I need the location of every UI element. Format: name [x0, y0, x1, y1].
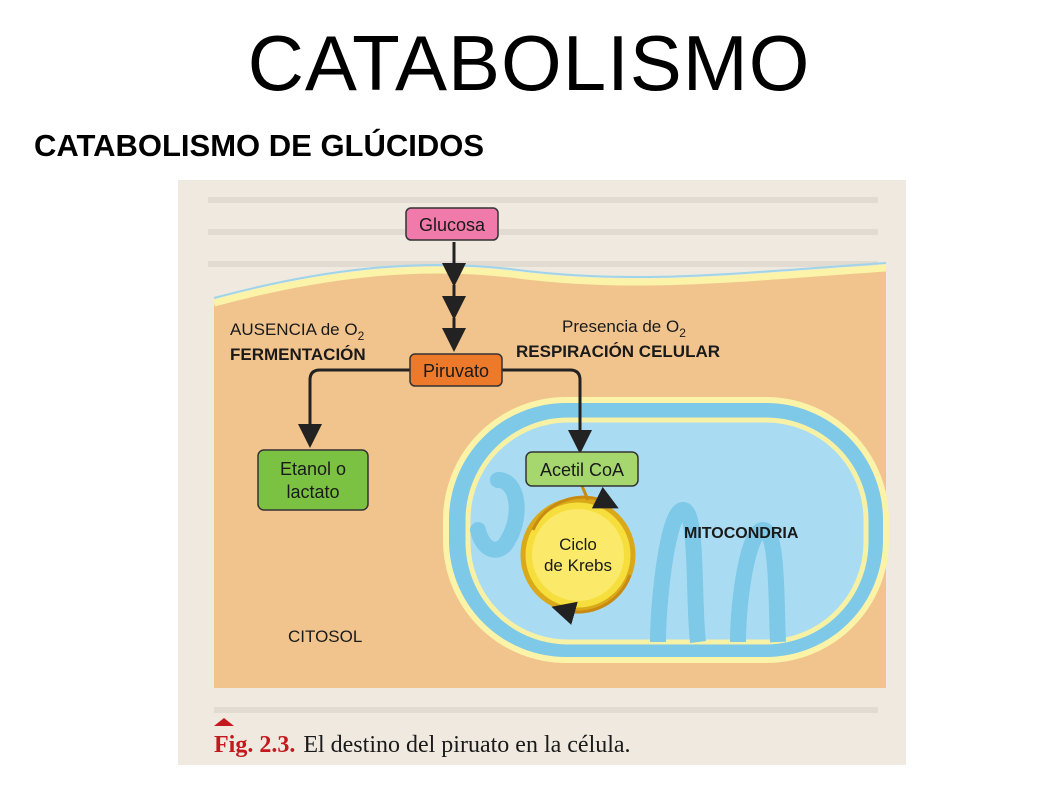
mitocondria-label: MITOCONDRIA	[684, 525, 799, 542]
respiracion-label: RESPIRACIÓN CELULAR	[516, 342, 720, 361]
etanol-label-line2: lactato	[286, 482, 339, 502]
cell-membrane	[213, 264, 887, 307]
arrows	[298, 242, 592, 501]
acetil-coa-label: Acetil CoA	[540, 460, 624, 480]
fermentacion-label: FERMENTACIÓN	[230, 345, 366, 364]
piruvato-label: Piruvato	[423, 361, 489, 381]
etanol-label-line1: Etanol o	[280, 459, 346, 479]
page-title: CATABOLISMO	[247, 19, 811, 107]
figure-pyruvate-fate: Ciclo de Krebs Glucosa Piruvato Etanol o…	[178, 180, 906, 765]
etanol-lactato-node: Etanol o lactato	[257, 449, 369, 511]
krebs-label-line2: de Krebs	[544, 556, 612, 575]
acetil-coa-node: Acetil CoA	[525, 451, 639, 487]
presencia-label: Presencia de O2	[562, 317, 686, 340]
diagram-svg: Ciclo de Krebs Glucosa Piruvato Etanol o…	[208, 197, 889, 758]
krebs-label-line1: Ciclo	[559, 535, 597, 554]
mitochondrion	[443, 397, 889, 663]
caption-marker	[214, 718, 234, 726]
glucosa-label: Glucosa	[419, 215, 486, 235]
page-subtitle: CATABOLISMO DE GLÚCIDOS	[34, 128, 485, 163]
figure-caption: Fig. 2.3.El destino del piruato en la cé…	[214, 732, 631, 758]
piruvato-node: Piruvato	[409, 353, 503, 387]
citosol-label: CITOSOL	[288, 627, 362, 646]
glucosa-node: Glucosa	[405, 207, 499, 241]
ausencia-label: AUSENCIA de O2	[230, 320, 365, 343]
background-page-lines	[208, 197, 878, 267]
krebs-cycle: Ciclo de Krebs	[520, 486, 636, 625]
